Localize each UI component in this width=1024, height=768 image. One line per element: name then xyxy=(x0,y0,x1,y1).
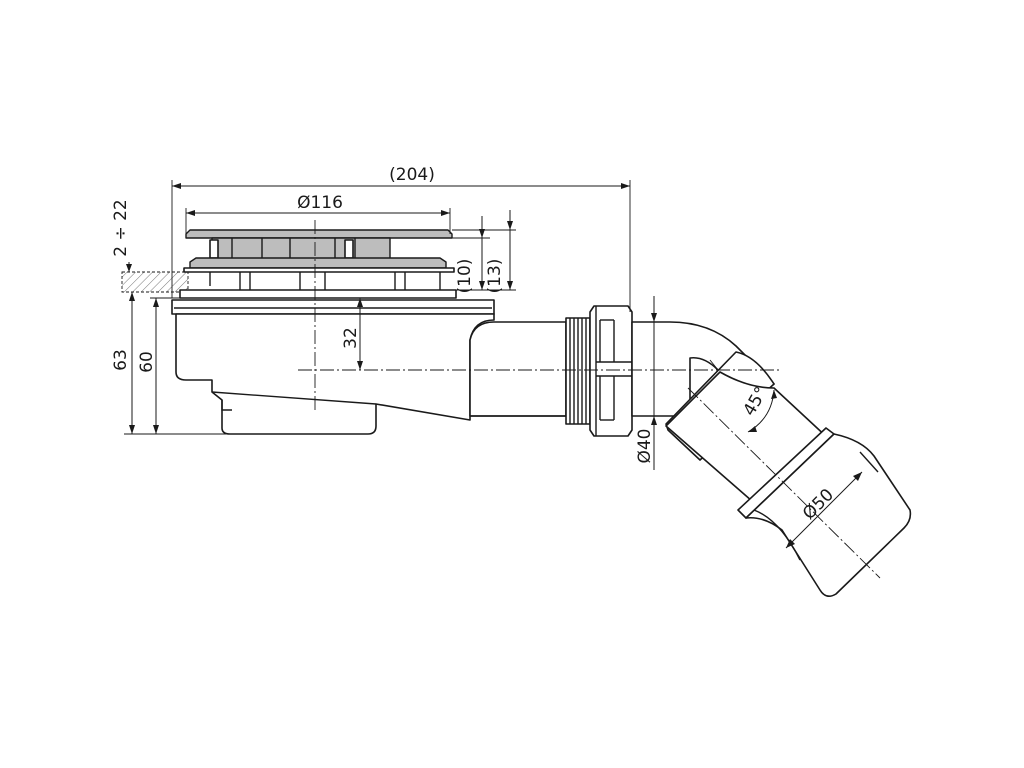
cover-gap-1-label: (10) xyxy=(455,259,475,294)
outlet-axis-height-label: 32 xyxy=(341,327,361,349)
dimension-overall-length: (204) xyxy=(171,165,631,312)
dimension-outlet-diameter: Ø40 xyxy=(635,296,657,470)
dimension-cover-gaps: (10) (13) xyxy=(452,210,516,293)
elbow-pipe xyxy=(631,321,912,598)
floor-section xyxy=(121,271,189,293)
cover-diameter-label: Ø116 xyxy=(297,193,343,213)
outlet-diameter-label: Ø40 xyxy=(635,428,655,463)
drain-cover xyxy=(183,229,455,290)
drain-flange xyxy=(171,289,495,315)
height-total-label: 63 xyxy=(111,349,131,371)
dimension-outlet-axis-height: 32 xyxy=(341,298,363,370)
height-body-label: 60 xyxy=(137,351,157,373)
dimension-height-total: 63 xyxy=(111,292,230,435)
overall-length-label: (204) xyxy=(389,165,435,185)
dimension-floor-thickness: 2 ÷ 22 xyxy=(111,199,132,272)
dimension-height-body: 60 xyxy=(137,297,180,434)
floor-thickness-label: 2 ÷ 22 xyxy=(111,199,131,257)
drain-body xyxy=(175,313,567,435)
center-lines xyxy=(298,220,881,579)
threaded-connector xyxy=(565,305,633,437)
dimension-cover-diameter: Ø116 xyxy=(185,193,451,234)
cover-gap-2-label: (13) xyxy=(485,259,505,294)
